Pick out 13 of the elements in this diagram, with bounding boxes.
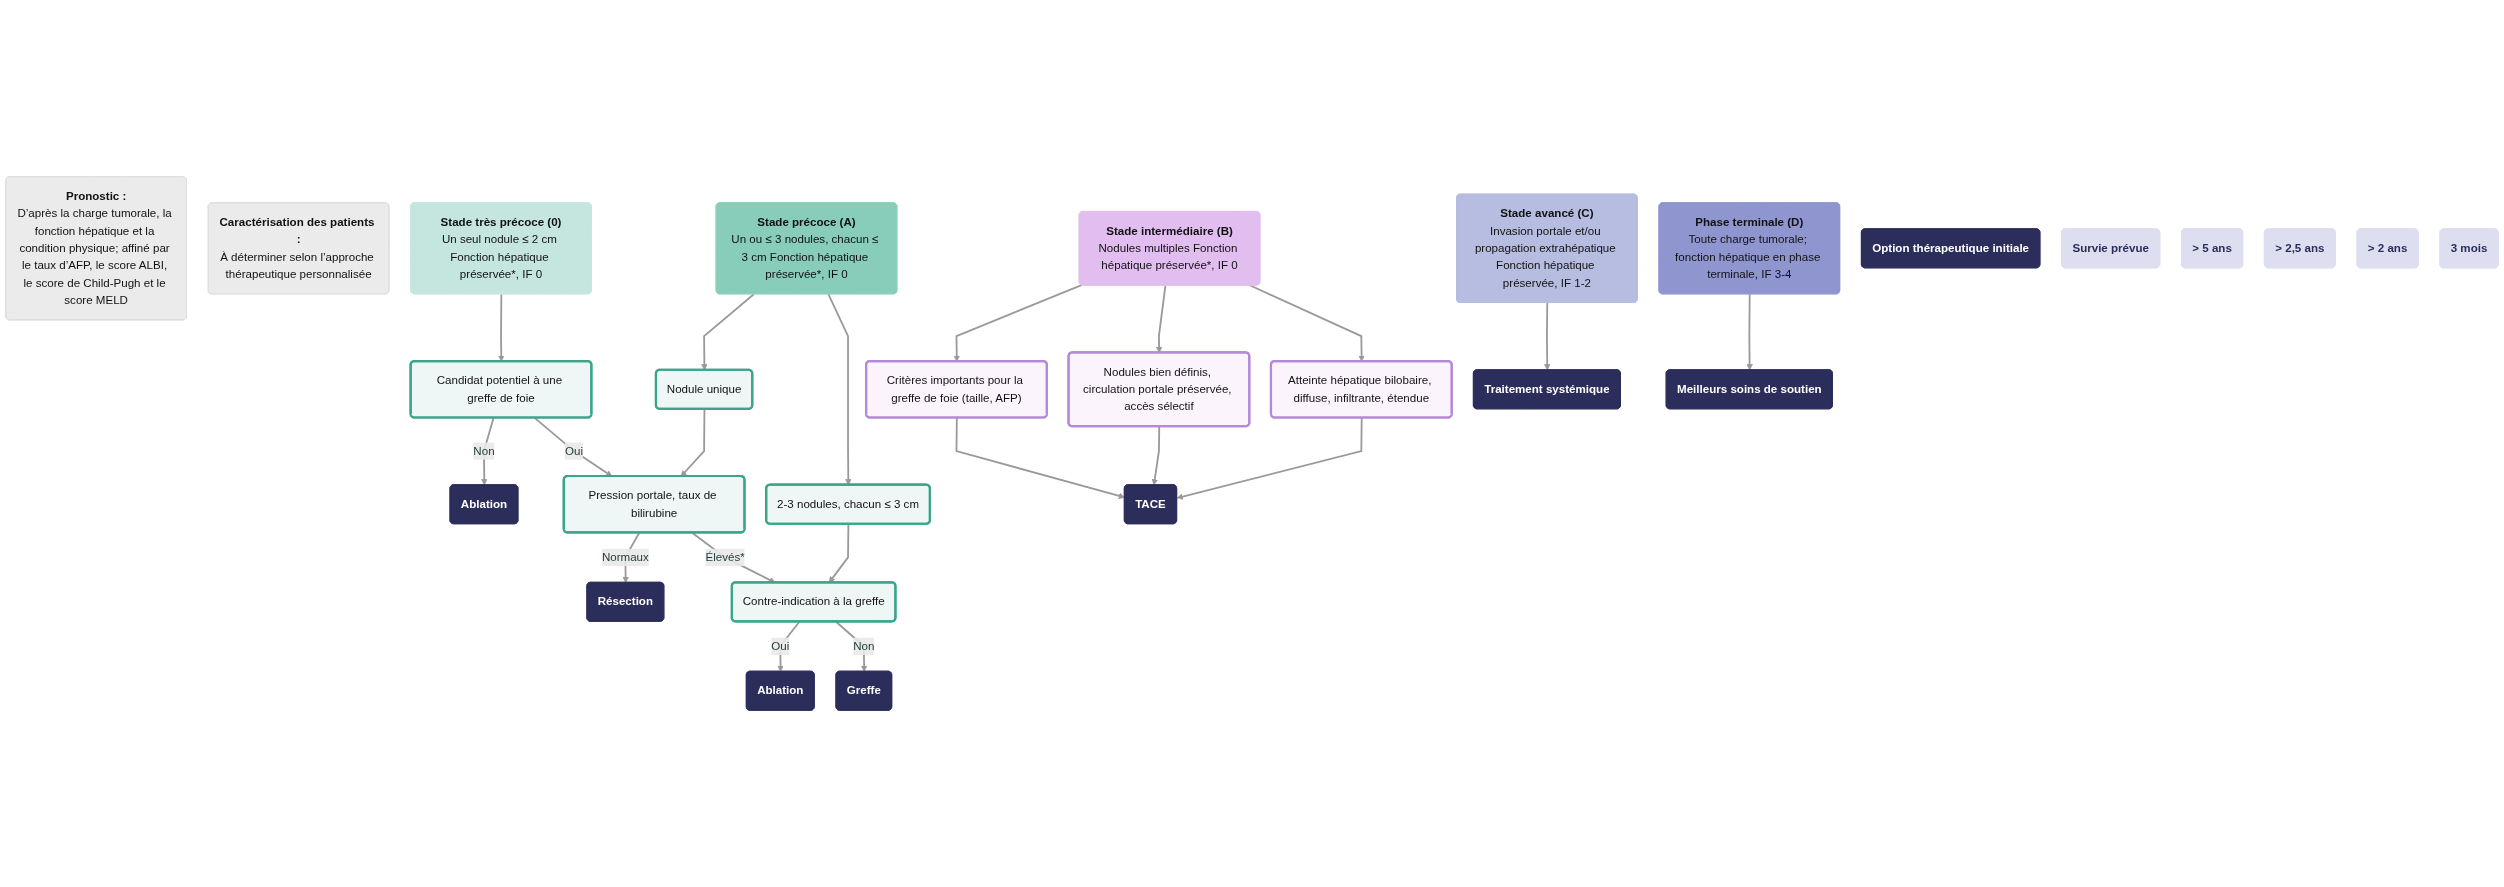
edge-label: Oui [771, 639, 790, 653]
arrow [1544, 302, 1551, 371]
arrow [828, 523, 850, 583]
arrow [1249, 284, 1365, 362]
arrow [680, 408, 706, 477]
edge-label: Élevés* [705, 550, 745, 564]
edge-label: Normaux [601, 550, 649, 564]
edge-label: Non [473, 444, 495, 457]
arrow [953, 284, 1083, 362]
arrow [1746, 293, 1753, 371]
edge-label: Non [853, 639, 875, 653]
edge-label: Oui [565, 444, 584, 457]
arrow [498, 293, 505, 362]
